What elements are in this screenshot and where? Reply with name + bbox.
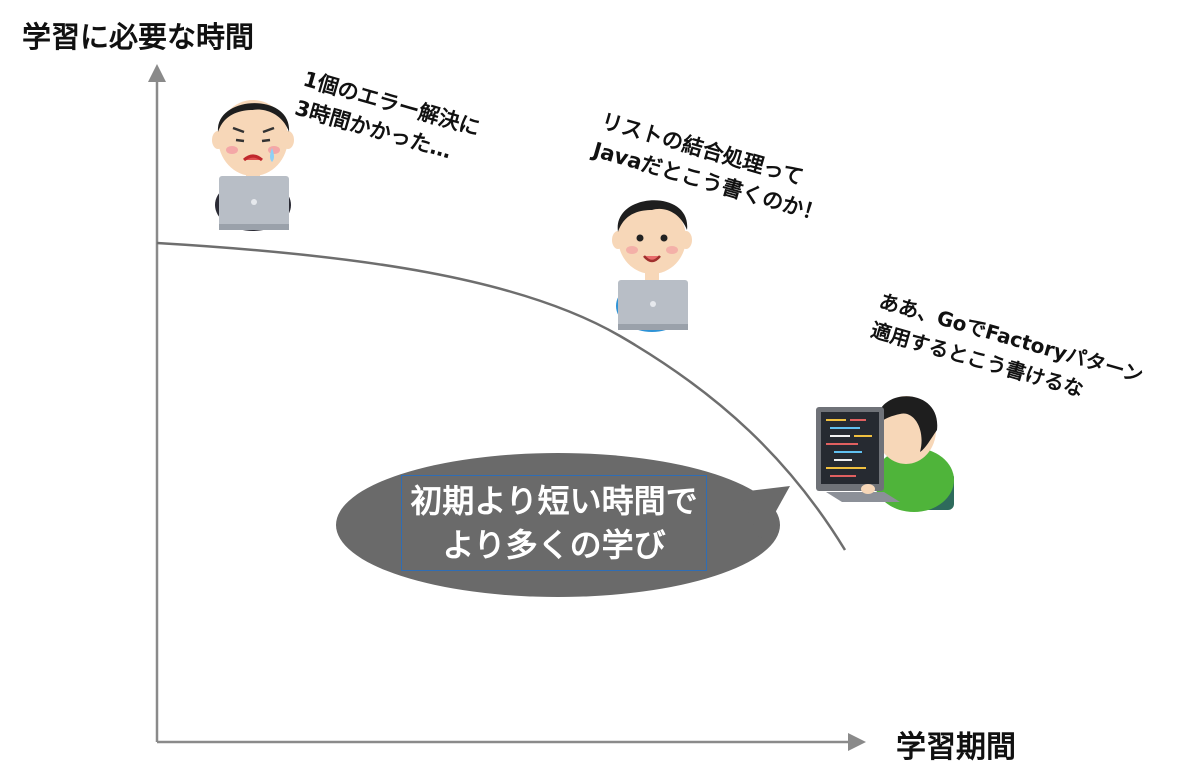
x-axis — [157, 733, 866, 751]
y-axis — [148, 64, 166, 742]
speech-bubble — [336, 453, 790, 597]
callout-text-box: 初期より短い時間で より多くの学び — [401, 475, 707, 571]
y-axis-title: 学習に必要な時間 — [22, 20, 255, 54]
smiling-developer-icon — [612, 200, 692, 332]
x-axis-title: 学習期間 — [896, 730, 1016, 765]
callout-line: 初期より短い時間で — [410, 482, 698, 520]
worried-developer-icon — [212, 100, 294, 231]
callout-line: より多くの学び — [442, 526, 666, 564]
coding-developer-icon — [816, 396, 954, 512]
learning-curve — [156, 241, 847, 551]
